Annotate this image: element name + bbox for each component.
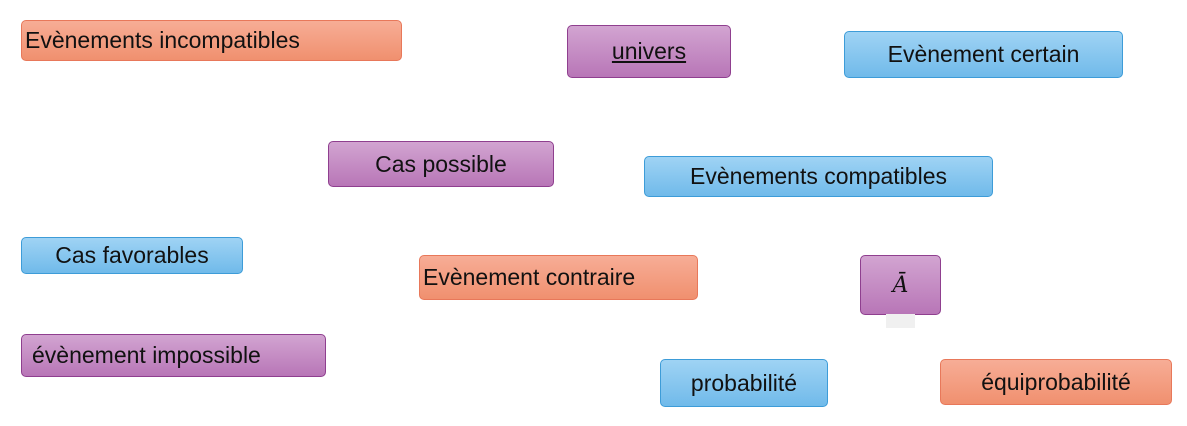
label-text: Evènements incompatibles: [25, 27, 300, 53]
label-a-barre[interactable]: Ā: [860, 255, 941, 315]
label-evenement-impossible[interactable]: évènement impossible: [21, 334, 326, 377]
label-text: Evènement contraire: [423, 264, 636, 290]
label-evenements-incompatibles[interactable]: Evènements incompatibles: [21, 20, 402, 61]
label-evenements-compatibles[interactable]: Evènements compatibles: [644, 156, 993, 197]
label-cas-favorables[interactable]: Cas favorables: [21, 237, 243, 274]
label-text: univers: [611, 38, 687, 64]
label-text: Cas favorables: [55, 242, 209, 268]
label-evenement-contraire[interactable]: Evènement contraire: [419, 255, 698, 300]
label-text: Evènement certain: [887, 41, 1080, 67]
label-text: évènement impossible: [32, 342, 261, 368]
label-text: équiprobabilité: [981, 368, 1131, 395]
label-text: Ā: [892, 272, 909, 298]
label-equiprobabilite[interactable]: équiprobabilité: [940, 359, 1172, 405]
label-cas-possible[interactable]: Cas possible: [328, 141, 554, 187]
label-evenement-certain[interactable]: Evènement certain: [844, 31, 1123, 78]
drop-placeholder: [886, 314, 915, 328]
label-text: Evènements compatibles: [690, 163, 947, 189]
label-text: Cas possible: [375, 150, 507, 177]
label-univers[interactable]: univers: [567, 25, 731, 78]
label-text: probabilité: [690, 369, 798, 396]
label-probabilite[interactable]: probabilité: [660, 359, 828, 407]
